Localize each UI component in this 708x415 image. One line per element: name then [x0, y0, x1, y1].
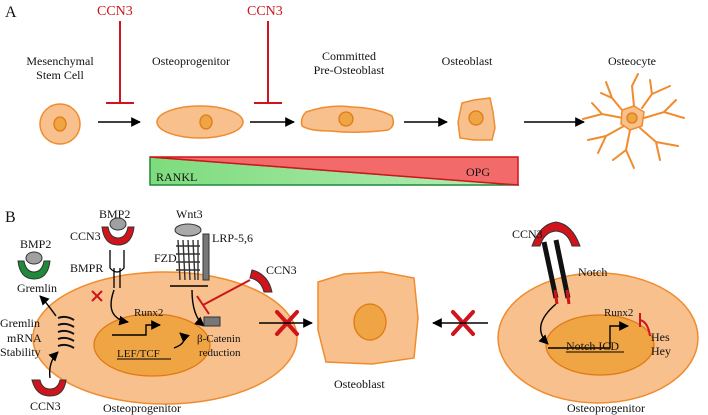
panel-a-label: A — [5, 4, 17, 21]
ccn3-bottom-label: CCN3 — [30, 399, 61, 413]
runx2-promoter — [112, 320, 161, 336]
stage-osteoblast: Osteoblast — [442, 54, 493, 68]
osteoblast-cell-b — [317, 271, 419, 365]
runx2-right-label: Runx2 — [604, 307, 633, 319]
ccn3-bottom-protein — [31, 379, 67, 397]
gremlin-label: Gremlin — [17, 281, 57, 295]
wnt3-ligand — [174, 223, 202, 237]
ccn3-right-label: CCN3 — [266, 263, 297, 277]
gremlin-mrna-line3: Stability — [0, 345, 41, 359]
ccn3-label-2: CCN3 — [247, 4, 283, 19]
lrp-label: LRP-5,6 — [212, 231, 253, 245]
beta-catenin-label: β-Catenin — [197, 333, 241, 345]
ccn3-label-1: CCN3 — [97, 4, 133, 19]
hes-label: Hes — [651, 330, 670, 344]
middle-cell-label: Osteoblast — [334, 377, 385, 391]
bmp2-top-label: BMP2 — [99, 207, 130, 221]
msc-cell — [39, 103, 81, 145]
osteoblast-cell-a — [457, 97, 496, 141]
arrow-lef-to-runx2 — [173, 332, 190, 349]
notch-icd-label: Notch ICD — [566, 339, 619, 353]
gremlin-mrna-strands — [57, 315, 75, 349]
notch-label: Notch — [578, 265, 607, 279]
beta-catenin-box — [203, 316, 221, 327]
rankl-opg-gradient — [149, 156, 520, 186]
arrow-wnt-to-catenin — [191, 289, 205, 327]
stage-osteoprogenitor: Osteoprogenitor — [152, 54, 230, 68]
lef-tcf-label: LEF/TCF — [117, 348, 160, 360]
arrow-mrna-to-gremlin — [39, 295, 57, 317]
ccn3-top-label: CCN3 — [70, 229, 101, 243]
fzd-receptor — [176, 239, 200, 281]
osteoprogenitor-cell-a — [156, 105, 244, 139]
notch-receptor — [541, 239, 571, 305]
arrow-bmpr-to-runx2 — [110, 289, 129, 326]
right-cell-label: Osteoprogenitor — [567, 401, 645, 415]
bmp2-left-label: BMP2 — [20, 237, 51, 251]
bmp2-ccn3-complex — [101, 217, 135, 246]
ccn3-right-protein — [249, 269, 273, 293]
ccn3-inhibition-2 — [254, 21, 282, 104]
stage-committed-line1: Committed — [322, 49, 376, 63]
stage-osteocyte: Osteocyte — [608, 54, 656, 68]
panel-b-label: B — [5, 209, 16, 226]
arrow-notch-to-icd — [538, 303, 557, 345]
lrp-coreceptor — [202, 233, 210, 281]
runx2-right-promoter — [548, 321, 629, 349]
rankl-label: RANKL — [156, 170, 197, 184]
runx2-left-label: Runx2 — [134, 307, 163, 319]
bmpr-label: BMPR — [70, 261, 103, 275]
osteocyte-cell — [582, 73, 685, 169]
stage-committed-line2: Pre-Osteoblast — [314, 63, 385, 77]
ccn3-notch-protein — [531, 221, 581, 247]
hes-hey-inhibition — [639, 313, 651, 337]
bmpr-blocked-x-icon — [91, 290, 103, 302]
hey-label: Hey — [651, 344, 671, 358]
gremlin-mrna-line2: mRNA — [7, 331, 42, 345]
committed-preosteoblast-cell — [300, 105, 395, 134]
opg-label: OPG — [466, 165, 490, 179]
bmp2-gremlin-complex — [17, 251, 51, 280]
ccn3-wnt-inhibition — [196, 279, 251, 315]
ccn3-inhibition-1 — [106, 21, 134, 104]
osteoprogenitor-cell-left — [32, 271, 298, 405]
gremlin-mrna-line1: Gremlin — [0, 316, 40, 330]
fzd-label: FZD — [154, 251, 177, 265]
left-cell-label: Osteoprogenitor — [103, 401, 181, 415]
wnt3-label: Wnt3 — [176, 207, 203, 221]
stage-msc-line1: Mesenchymal — [26, 54, 94, 68]
ccn3-notch-label: CCN3 — [512, 227, 543, 241]
bmpr-receptor — [109, 250, 125, 288]
reduction-label: reduction — [199, 347, 241, 359]
arrow-ccn3-to-mrna — [48, 351, 59, 379]
stage-msc-line2: Stem Cell — [36, 68, 84, 82]
